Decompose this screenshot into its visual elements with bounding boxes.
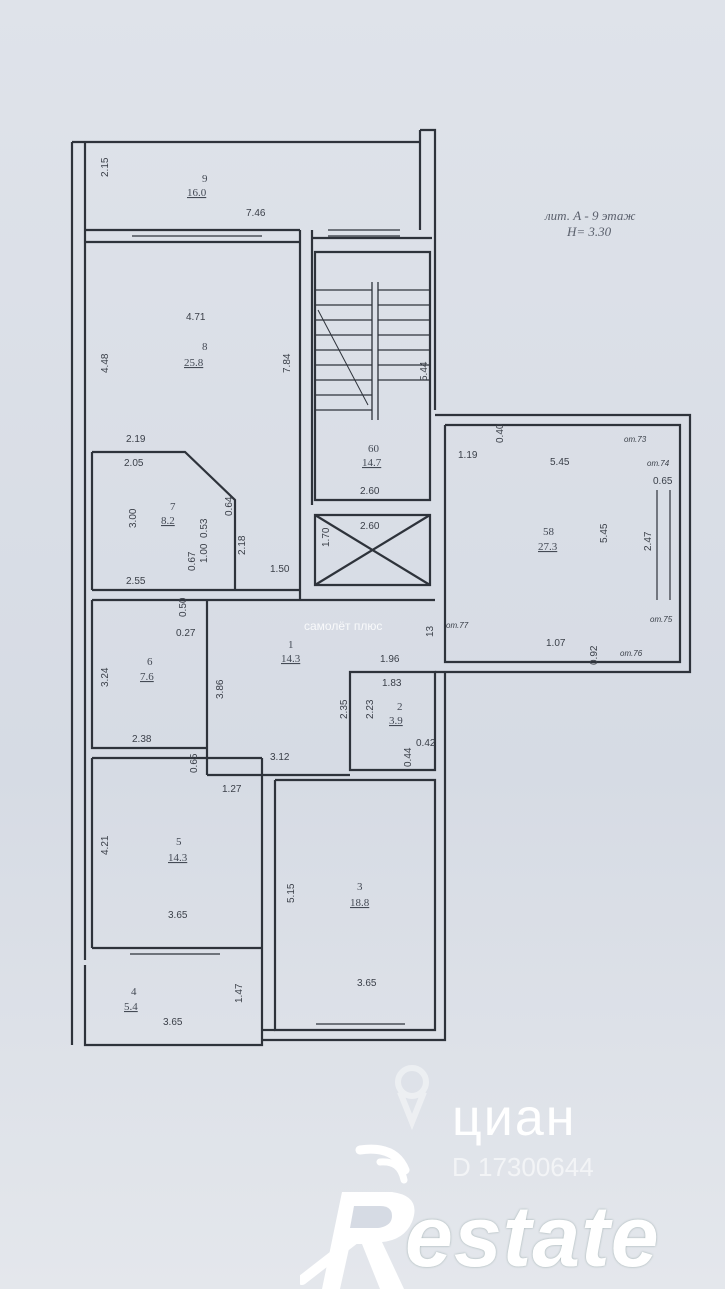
room-6-num: 6 — [147, 656, 153, 668]
room-9-num: 9 — [202, 173, 208, 185]
dim: 3.86 — [215, 679, 226, 699]
dim: 1.19 — [458, 450, 478, 461]
dim: 0.50 — [178, 597, 189, 617]
room-58-num: 58 — [543, 526, 555, 538]
dim: 2.05 — [124, 458, 144, 469]
dim: 0.65 — [653, 476, 673, 487]
dim: 0.42 — [416, 738, 436, 749]
dim: 3.24 — [100, 667, 111, 687]
dim: 0.92 — [589, 645, 600, 665]
room-8-num: 8 — [202, 341, 208, 353]
dim: 1.70 — [321, 527, 332, 547]
dim: 1.00 — [199, 543, 210, 563]
room-4-area: 5.4 — [124, 1001, 138, 1013]
dim: 2.35 — [339, 699, 350, 719]
dim: 3.00 — [128, 508, 139, 528]
dim: 1.07 — [546, 638, 566, 649]
dim: 2.19 — [126, 434, 146, 445]
cian-pin-icon — [395, 1065, 429, 1131]
room-labels: 9 16.0 8 25.8 7 8.2 6 7.6 1 14.3 2 3.9 5… — [124, 173, 558, 1013]
dim: 0.53 — [199, 518, 210, 538]
dim: 3.65 — [163, 1017, 183, 1028]
dim: 0.64 — [224, 496, 235, 516]
dim: 0.44 — [403, 747, 414, 767]
room-2-area: 3.9 — [389, 715, 403, 727]
walls — [70, 128, 692, 1047]
room-5-area: 14.3 — [168, 852, 188, 864]
dim: 0.65 — [189, 753, 200, 773]
floor-note: лит. А - 9 этаж Н= 3.30 — [545, 208, 635, 240]
dim: 0.40 — [495, 423, 506, 443]
dim: от.73 — [624, 435, 647, 444]
stair-steps — [315, 282, 430, 420]
dim: 5.45 — [550, 457, 570, 468]
room-60-num: 60 — [368, 443, 380, 455]
dim: 2.47 — [643, 531, 654, 551]
room-7-num: 7 — [170, 501, 176, 513]
dim: 4.48 — [100, 353, 111, 373]
dim: от.77 — [446, 621, 469, 630]
dim: 7.84 — [282, 353, 293, 373]
dim: 2.38 — [132, 734, 152, 745]
dim: 3.65 — [168, 910, 188, 921]
dim: 0.27 — [176, 628, 196, 639]
floor-note-line2: Н= 3.30 — [567, 224, 612, 239]
dim: 3.12 — [270, 752, 290, 763]
dim: от.75 — [650, 615, 673, 624]
samolet-watermark: самолёт плюс — [304, 619, 382, 633]
dim: 2.15 — [100, 157, 111, 177]
room-2-num: 2 — [397, 701, 403, 713]
dim: 2.18 — [237, 535, 248, 555]
dim: 5.45 — [599, 523, 610, 543]
restate-logo-text: estate — [405, 1189, 660, 1285]
cian-watermark: циан — [452, 1089, 577, 1147]
room-1-num: 1 — [288, 639, 294, 651]
room-3-num: 3 — [357, 881, 363, 893]
dim: 1.50 — [270, 564, 290, 575]
room-1-area: 14.3 — [281, 653, 301, 665]
dim: 2.55 — [126, 576, 146, 587]
floor-note-line1: лит. А - 9 этаж — [545, 208, 636, 223]
dim: 1.96 — [380, 654, 400, 665]
room-5-num: 5 — [176, 836, 182, 848]
dim: 2.60 — [360, 521, 380, 532]
room-58-area: 27.3 — [538, 541, 558, 553]
dim: 1.27 — [222, 784, 242, 795]
room-7-area: 8.2 — [161, 515, 175, 527]
dim: от.74 — [647, 459, 670, 468]
dimension-labels: 2.15 7.46 4.71 4.48 7.84 2.19 2.05 3.00 … — [100, 157, 673, 1028]
dim: 2.60 — [360, 486, 380, 497]
dim: 2.23 — [365, 699, 376, 719]
dim: 4.71 — [186, 312, 206, 323]
dim: 0.67 — [187, 551, 198, 571]
room-6-area: 7.6 — [140, 671, 154, 683]
room-3-area: 18.8 — [350, 897, 370, 909]
room-4-num: 4 — [131, 986, 137, 998]
dim: 13 — [425, 625, 436, 637]
dim: 7.46 — [246, 208, 266, 219]
dim: 5.44 — [419, 361, 430, 381]
cian-watermark-id: D 17300644 — [452, 1152, 594, 1182]
dim: 3.65 — [357, 978, 377, 989]
dim: 5.15 — [286, 883, 297, 903]
dim: 4.21 — [100, 835, 111, 855]
room-60-area: 14.7 — [362, 457, 382, 469]
restate-logo-icon — [300, 1144, 415, 1289]
room-8-area: 25.8 — [184, 357, 204, 369]
room-9-area: 16.0 — [187, 187, 207, 199]
dim: 1.47 — [234, 983, 245, 1003]
dim: 1.83 — [382, 678, 402, 689]
dim: от.76 — [620, 649, 643, 658]
windows — [130, 229, 671, 1031]
